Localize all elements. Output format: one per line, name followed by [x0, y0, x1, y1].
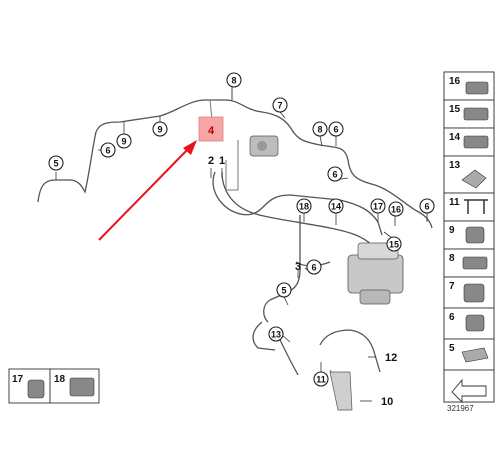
panel-cell-8[interactable]: 8: [443, 248, 495, 278]
label-2[interactable]: 2: [208, 155, 214, 167]
callout-5[interactable]: 5: [48, 155, 64, 171]
bracket-part: [329, 371, 353, 411]
svg-text:18: 18: [299, 202, 309, 212]
abs-unit: [347, 242, 404, 305]
svg-text:14: 14: [331, 202, 341, 212]
svg-text:13: 13: [449, 160, 461, 171]
callout-7[interactable]: 7: [272, 97, 288, 113]
label-1[interactable]: 1: [219, 155, 225, 167]
panel-cell-17[interactable]: 17: [8, 368, 51, 404]
panel-cell-9[interactable]: 9: [443, 220, 495, 250]
label-12[interactable]: 12: [385, 352, 397, 364]
svg-text:6: 6: [333, 125, 338, 135]
svg-text:8: 8: [231, 76, 236, 86]
highlight-label: 4: [208, 125, 215, 137]
panel-cell-5[interactable]: 5: [443, 338, 495, 371]
svg-text:5: 5: [281, 286, 286, 296]
panel-cell-7[interactable]: 7: [443, 276, 495, 309]
svg-text:5: 5: [53, 159, 58, 169]
svg-text:15: 15: [389, 240, 399, 250]
callout-8[interactable]: 8: [226, 72, 242, 88]
parts-side-panel: 16 15 14 13 11 9 8 7 6 5: [443, 71, 495, 404]
parts-bottom-panel: 17 18: [8, 368, 100, 404]
svg-text:17: 17: [12, 374, 24, 385]
callout-6[interactable]: 6: [327, 166, 343, 182]
svg-text:7: 7: [449, 281, 455, 292]
panel-cell-14[interactable]: 14: [443, 127, 495, 157]
svg-text:7: 7: [277, 101, 282, 111]
callout-6[interactable]: 6: [306, 259, 322, 275]
middle-brake-pipes: [212, 140, 383, 323]
svg-text:6: 6: [449, 312, 455, 323]
svg-text:9: 9: [449, 225, 455, 236]
svg-text:14: 14: [449, 132, 461, 143]
callout-5[interactable]: 5: [276, 282, 292, 298]
callout-6[interactable]: 6: [419, 198, 435, 214]
svg-text:11: 11: [316, 375, 326, 385]
svg-text:18: 18: [54, 374, 66, 385]
callout-14[interactable]: 14: [328, 198, 344, 214]
svg-text:16: 16: [391, 205, 401, 215]
label-3[interactable]: 3: [295, 261, 301, 273]
svg-text:8: 8: [317, 125, 322, 135]
callout-15[interactable]: 15: [386, 236, 402, 252]
reference-number: 321967: [447, 404, 474, 413]
label-10[interactable]: 10: [381, 396, 393, 408]
panel-cell-6[interactable]: 6: [443, 307, 495, 340]
svg-text:6: 6: [105, 146, 110, 156]
callout-16[interactable]: 16: [388, 201, 404, 217]
callout-11[interactable]: 11: [313, 371, 329, 387]
svg-text:9: 9: [121, 137, 126, 147]
svg-text:9: 9: [157, 125, 162, 135]
callout-8[interactable]: 8: [312, 121, 328, 137]
panel-cell-15[interactable]: 15: [443, 99, 495, 129]
callout-9[interactable]: 9: [116, 133, 132, 149]
svg-text:5: 5: [449, 343, 455, 354]
callout-18[interactable]: 18: [296, 198, 312, 214]
svg-text:15: 15: [449, 104, 461, 115]
svg-text:6: 6: [332, 170, 337, 180]
svg-text:11: 11: [449, 197, 460, 208]
svg-text:6: 6: [311, 263, 316, 273]
callout-9[interactable]: 9: [152, 121, 168, 137]
panel-cell-nav-arrow[interactable]: [443, 369, 495, 404]
callout-6[interactable]: 6: [328, 121, 344, 137]
panel-cell-18[interactable]: 18: [49, 368, 100, 404]
panel-cell-16[interactable]: 16: [443, 71, 495, 101]
callout-6[interactable]: 6: [100, 142, 116, 158]
svg-text:13: 13: [271, 330, 281, 340]
red-pointer-arrow: [98, 140, 197, 241]
svg-text:17: 17: [373, 202, 383, 212]
pipe-connector-block: [249, 135, 279, 157]
highlight-part-4[interactable]: 4: [198, 116, 224, 142]
svg-text:6: 6: [424, 202, 429, 212]
svg-text:16: 16: [449, 76, 461, 87]
callout-13[interactable]: 13: [268, 326, 284, 342]
svg-text:8: 8: [449, 253, 455, 264]
panel-cell-13[interactable]: 13: [443, 155, 495, 194]
panel-cell-11[interactable]: 11: [443, 192, 495, 222]
callout-17[interactable]: 17: [370, 198, 386, 214]
